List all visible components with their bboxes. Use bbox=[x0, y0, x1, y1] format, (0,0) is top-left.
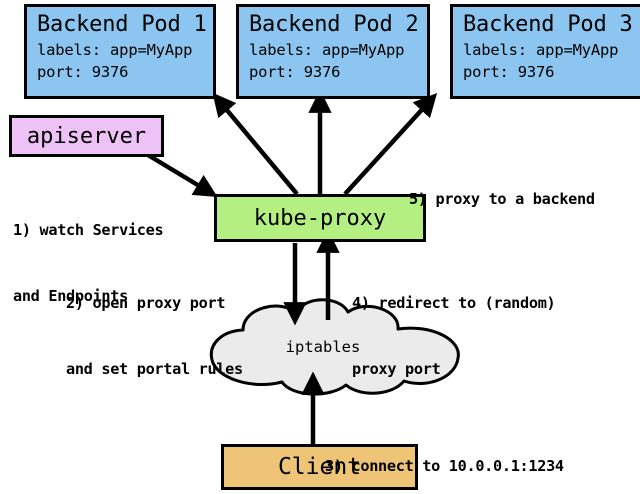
step-2-annotation: 2) open proxy port and set portal rules bbox=[66, 248, 243, 424]
backend-pod-1-labels: labels: app=MyApp bbox=[37, 40, 193, 59]
backend-pod-1-title: Backend Pod 1 bbox=[37, 12, 207, 37]
kube-proxy-box: kube-proxy bbox=[214, 194, 426, 242]
step-4-line-1: 4) redirect to (random) bbox=[352, 294, 556, 313]
step-1-line-1: 1) watch Services bbox=[13, 221, 164, 240]
step-4-annotation: 4) redirect to (random) proxy port bbox=[352, 248, 556, 424]
apiserver-label: apiserver bbox=[26, 123, 147, 149]
backend-pod-3-labels: labels: app=MyApp bbox=[463, 40, 619, 59]
iptables-label: iptables bbox=[285, 338, 361, 356]
backend-pod-2-title: Backend Pod 2 bbox=[249, 12, 419, 37]
step-3-line-1: 3) connect to 10.0.0.1:1234 bbox=[325, 457, 564, 476]
backend-pod-3-port: port: 9376 bbox=[463, 62, 555, 81]
backend-pod-2-box: Backend Pod 2 labels: app=MyApp port: 93… bbox=[236, 4, 430, 99]
backend-pod-3-title: Backend Pod 3 bbox=[463, 12, 633, 37]
backend-pod-3-box: Backend Pod 3 labels: app=MyApp port: 93… bbox=[450, 4, 640, 99]
apiserver-box: apiserver bbox=[9, 115, 164, 157]
client-label: Client bbox=[277, 454, 362, 480]
arrow-kubeproxy-to-pod-1 bbox=[212, 92, 299, 196]
backend-pod-2-labels: labels: app=MyApp bbox=[249, 40, 405, 59]
step-5-line-1: 5) proxy to a backend bbox=[409, 190, 595, 209]
step-1-annotation: 1) watch Services and Endpoints bbox=[13, 175, 164, 351]
backend-pod-1-box: Backend Pod 1 labels: app=MyApp port: 93… bbox=[24, 4, 216, 99]
backend-pod-2-port: port: 9376 bbox=[249, 62, 341, 81]
step-4-line-2: proxy port bbox=[352, 360, 441, 379]
step-5-annotation: 5) proxy to a backend bbox=[409, 144, 595, 254]
kube-proxy-label: kube-proxy bbox=[253, 205, 387, 231]
client-box: Client bbox=[221, 444, 418, 490]
step-3-annotation: 3) connect to 10.0.0.1:1234 bbox=[325, 411, 564, 494]
step-2-line-1: 2) open proxy port bbox=[66, 294, 226, 313]
step-2-line-2: and set portal rules bbox=[66, 360, 243, 379]
backend-pod-1-port: port: 9376 bbox=[37, 62, 129, 81]
step-1-line-2: and Endpoints bbox=[13, 287, 128, 306]
